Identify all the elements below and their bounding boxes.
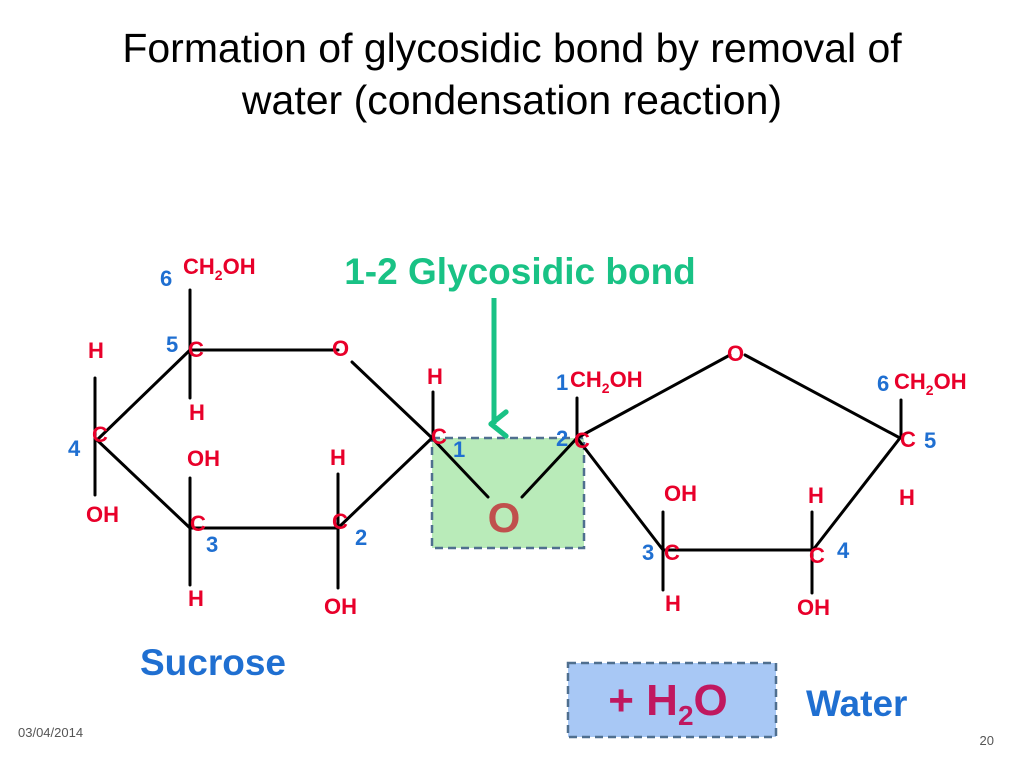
glucose-c3: C [190,511,206,536]
title-line-1: Formation of glycosidic bond by removal … [122,25,902,71]
glucose-c5: C [188,337,204,362]
fructose-c4-h: H [808,483,824,508]
fructose-ring-oxygen: O [727,341,744,366]
glucose-c5-h: H [189,400,205,425]
glucose-number-4: 4 [68,436,81,461]
bond-c2f-o [575,353,732,440]
glucose-c2: C [332,509,348,534]
bond-o-c1 [350,360,434,440]
carbon-numbers: 6 5 4 3 2 1 1 2 3 4 5 6 [68,266,936,565]
bond-c3-c4 [95,438,192,530]
water-formula: + H2O [608,676,728,731]
glucose-c4-oh: OH [86,502,119,527]
bond-c5f-c4f [811,436,902,552]
fructose-c3-h: H [665,591,681,616]
sucrose-label: Sucrose [140,642,286,683]
bond-bridge-o-c2 [520,436,579,499]
fructose-c2: C [574,428,590,453]
fructose-c4-oh: OH [797,595,830,620]
water-label: Water [806,683,907,724]
glycosidic-oxygen: O [488,494,521,541]
glucose-c2-h: H [330,445,346,470]
fructose-number-5: 5 [924,428,936,453]
glucose-number-2: 2 [355,525,367,550]
bond-c1-bridge-o [430,436,490,499]
glucose-ring-oxygen: O [332,336,349,361]
glucose-number-6: 6 [160,266,172,291]
fructose-c6-ch2oh: CH2OH [894,369,967,398]
fructose-c5: C [900,427,916,452]
slide-title: Formation of glycosidic bond by removal … [20,22,1004,126]
glucose-c2-oh: OH [324,594,357,619]
title-line-2: water (condensation reaction) [241,77,783,123]
glucose-c1-h: H [427,364,443,389]
bond-c1-c2 [336,436,434,530]
fructose-c1-ch2oh: CH2OH [570,367,643,396]
fructose-number-4: 4 [837,538,850,563]
atom-labels: CH2OH C O H C OH H OH C H H C OH H C CH2… [86,254,967,620]
glucose-ch2oh: CH2OH [183,254,256,283]
slide-date: 03/04/2014 [18,725,84,740]
glucose-number-5: 5 [166,332,178,357]
bond-o-c5f [743,353,902,440]
bond-c3f-c2f [575,436,665,552]
water-box [566,661,778,739]
bond-lines [93,288,903,595]
fructose-c3: C [664,540,680,565]
fructose-number-3: 3 [642,540,654,565]
fructose-number-2: 2 [556,426,568,451]
glucose-number-3: 3 [206,532,218,557]
glucose-c3-oh: OH [187,446,220,471]
glucose-c1: C [431,424,447,449]
glucose-number-1: 1 [453,437,465,462]
bond-c4-c5 [95,348,192,442]
fructose-number-6: 6 [877,371,889,396]
fructose-c5-h: H [899,485,915,510]
bond-label: 1-2 Glycosidic bond [344,251,696,292]
page-number: 20 [979,733,994,748]
glucose-c4-h: H [88,338,104,363]
glucose-c3-h: H [188,586,204,611]
glucose-c4: C [92,422,108,447]
fructose-number-1: 1 [556,370,568,395]
fructose-c4: C [809,543,825,568]
fructose-c3-oh: OH [664,481,697,506]
